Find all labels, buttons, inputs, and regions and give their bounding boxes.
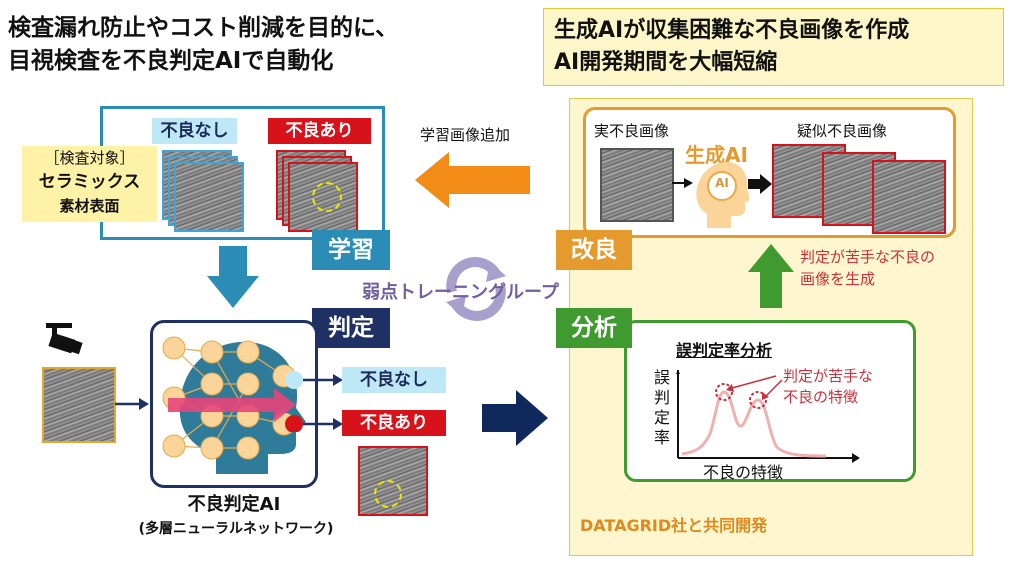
improve-note: 判定が苦手な不良の 画像を生成 — [800, 246, 935, 290]
partner-label: DATAGRID社と共同開発 — [580, 516, 768, 535]
target-line3: 素材表面 — [59, 197, 120, 215]
analysis-box — [624, 320, 916, 482]
analysis-to-improve-arrow — [748, 244, 794, 308]
learn-tag-ng: 不良あり — [268, 118, 371, 144]
camera-capture-image — [42, 367, 116, 443]
learn-to-judge-arrow — [207, 246, 259, 308]
heading-right-line1: 生成AIが収集困難な不良画像を作成 — [554, 18, 910, 43]
head-network-icon — [162, 336, 306, 474]
analysis-title: 誤判定率分析 — [676, 341, 773, 360]
improve-note-line1: 判定が苦手な不良の — [800, 248, 936, 266]
judge-to-analysis-arrow — [482, 390, 548, 446]
add-images-label: 学習画像追加 — [420, 126, 511, 144]
target-line1: ［検査対象］ — [44, 149, 135, 167]
analysis-note: 判定が苦手な 不良の特徴 — [783, 366, 873, 408]
real-defect-image — [600, 148, 674, 222]
inspection-target-label: ［検査対象］ セラミックス 素材表面 — [22, 146, 157, 222]
genai-to-pseudo-arrow — [748, 174, 772, 194]
judge-ai-sub: (多層ニューラルネットワーク) — [138, 521, 334, 537]
loop-label: 弱点トレーニングループ — [362, 282, 559, 303]
judge-result-ng: 不良あり — [342, 410, 446, 436]
camera-icon — [46, 323, 83, 355]
genai-label: 生成AI — [685, 143, 748, 167]
judge-ai-name: 不良判定AI — [187, 494, 281, 515]
ylabel-char-1: 誤 — [654, 368, 671, 387]
section-tag-improve: 改良 — [556, 230, 632, 270]
head-ai-text: AI — [715, 176, 729, 190]
add-images-arrow — [415, 152, 530, 208]
judge-result-ok: 不良なし — [342, 367, 446, 393]
analysis-note-line1: 判定が苦手な — [783, 367, 874, 385]
error-rate-curve — [676, 370, 860, 463]
ylabel-char-3: 定 — [654, 408, 671, 427]
ok-image-front — [174, 162, 244, 232]
defect-marker — [312, 182, 342, 212]
pseudo-defect-label: 疑似不良画像 — [797, 122, 888, 140]
section-tag-learn: 学習 — [312, 230, 390, 270]
ng-image-front — [288, 162, 358, 232]
loop-arrow-icon — [446, 257, 506, 321]
analysis-ylabel: 誤 判 定 率 — [654, 368, 670, 448]
analysis-note-line2: 不良の特徴 — [783, 388, 859, 406]
capture-to-ai-arrow — [115, 398, 149, 410]
heading-left-line2: 目視検査を不良判定AIで自動化 — [8, 48, 334, 74]
ylabel-char-2: 判 — [654, 388, 671, 407]
result-connectors — [285, 371, 343, 432]
learn-tag-ok: 不良なし — [152, 118, 237, 144]
real-defect-label: 実不良画像 — [594, 122, 670, 140]
real-to-genai-arrow — [672, 178, 693, 188]
section-tag-analysis: 分析 — [556, 308, 632, 348]
target-line2: セラミックス — [38, 172, 141, 192]
pseudo-image-3 — [872, 160, 946, 234]
heading-right: 生成AIが収集困難な不良画像を作成 AI開発期間を大幅短縮 — [543, 8, 1004, 86]
judge-ng-image — [358, 446, 428, 516]
improve-note-line2: 画像を生成 — [800, 270, 876, 288]
head-ai-icon — [696, 162, 749, 228]
heading-right-line2: AI開発期間を大幅短縮 — [554, 50, 778, 75]
judge-defect-marker — [374, 480, 402, 508]
analysis-xlabel: 不良の特徴 — [703, 463, 784, 482]
heading-left: 検査漏れ防止やコスト削減を目的に、 目視検査を不良判定AIで自動化 — [8, 12, 398, 78]
ylabel-char-4: 率 — [654, 428, 671, 447]
heading-left-line1: 検査漏れ防止やコスト削減を目的に、 — [8, 15, 399, 41]
section-tag-judge: 判定 — [312, 308, 390, 348]
